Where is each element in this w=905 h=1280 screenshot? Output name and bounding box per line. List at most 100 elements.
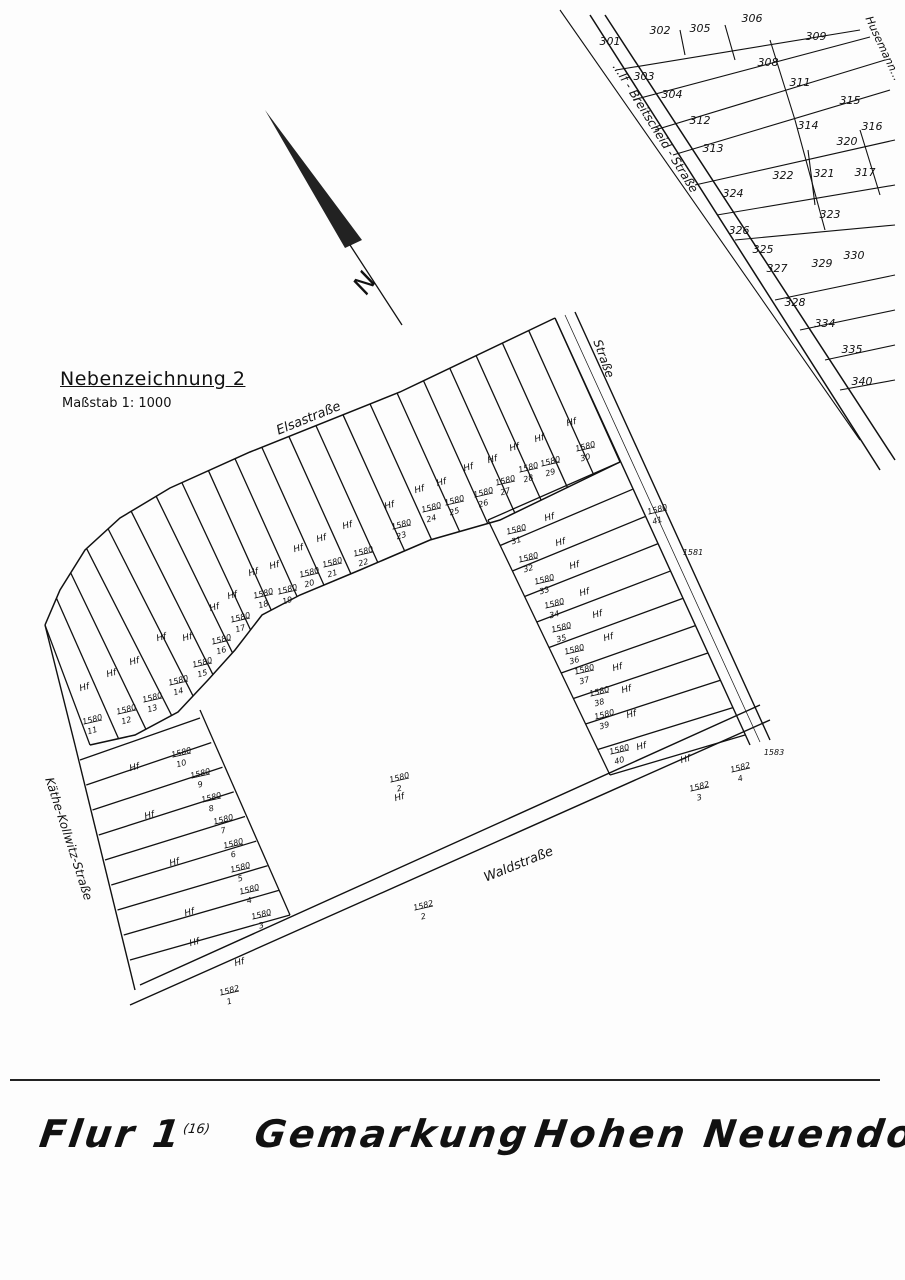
parcel-329: 329	[812, 257, 833, 270]
parcel-321: 321	[814, 167, 835, 180]
parcel-divider	[117, 865, 268, 911]
parcel-divider	[512, 515, 646, 572]
parcel-1580-34-number: 1580	[543, 597, 565, 611]
parcel-divider	[524, 543, 658, 598]
parcel-314: 314	[798, 119, 819, 132]
parcel-1580-23-subnumber: 23	[395, 530, 407, 541]
parcel-divider	[597, 707, 733, 751]
parcel-1580-9-number: 1580	[189, 767, 211, 781]
parcel-divider	[111, 840, 257, 886]
parcel-divider	[155, 496, 234, 654]
parcel-1580-11-subnumber: 11	[86, 725, 98, 736]
parcel-309: 309	[806, 30, 827, 43]
parcel-1580-5-subnumber: 5	[237, 874, 244, 884]
usage-code-hf: Hf	[128, 761, 142, 774]
parcel-1580-37-subnumber: 37	[578, 675, 591, 687]
usage-code-hf: Hf	[486, 453, 500, 466]
flur-note: (16)	[182, 1122, 211, 1137]
parcel-306: 306	[742, 12, 763, 25]
parcel-divider	[396, 392, 461, 532]
usage-code-hf: Hf	[578, 586, 592, 599]
parcel-320: 320	[837, 135, 858, 148]
parcel-1580-26-number: 1580	[472, 486, 494, 500]
parcel-1580-34-fraction-bar	[545, 603, 565, 609]
usage-code-hf: Hf	[620, 683, 634, 696]
parcel-1580-4-subnumber: 4	[246, 896, 253, 906]
parcel-1580-36-number: 1580	[563, 643, 585, 657]
parcel-1580-15-fraction-bar	[193, 662, 213, 668]
parcel-divider	[104, 815, 246, 861]
parcel-1580-15-subnumber: 15	[196, 668, 208, 679]
parcel-1580-22-subnumber: 22	[357, 557, 369, 568]
block-east-edge	[199, 709, 291, 916]
scale-label: Maßstab 1: 1000	[62, 396, 172, 411]
parcel-1580-27-fraction-bar	[496, 480, 516, 486]
parcel-305: 305	[690, 22, 711, 35]
parcel-1580-20-subnumber: 20	[303, 578, 315, 589]
parcel-1580-10-subnumber: 10	[175, 758, 187, 769]
parcel-1580-35-fraction-bar	[552, 627, 572, 633]
parcel-1580-35-number: 1580	[550, 621, 572, 635]
parcel-1580-8-number: 1580	[200, 791, 222, 805]
parcel-divider	[70, 572, 147, 730]
parcel-1580-32-fraction-bar	[519, 557, 539, 563]
strasse-boundary-west	[554, 317, 751, 746]
parcel-divider	[79, 717, 201, 761]
usage-code-hf: Hf	[383, 499, 397, 512]
parcel-boundary	[632, 36, 871, 101]
usage-code-hf: Hf	[611, 661, 625, 674]
parcel-1582-3-fraction-bar	[690, 786, 710, 792]
parcel-1580-33-fraction-bar	[535, 579, 555, 585]
parcel-boundary	[654, 59, 886, 131]
parcel-divider	[86, 742, 212, 786]
parcel-1580-23-fraction-bar	[392, 524, 412, 530]
parcel-1580-2-subnumber: 2	[396, 784, 403, 794]
parcel-1580-18-number: 1580	[252, 587, 274, 601]
strasse-boundary-east	[574, 311, 771, 741]
parcel-boundary	[807, 149, 816, 206]
parcel-1580-39-fraction-bar	[595, 714, 615, 720]
parcel-1580-38-fraction-bar	[590, 691, 610, 697]
parcel-divider	[107, 528, 194, 697]
parcel-1580-4-fraction-bar	[240, 889, 260, 895]
parcel-1580-20-fraction-bar	[300, 572, 320, 578]
parcel-1580-12-number: 1580	[115, 703, 137, 717]
parcel-1580-24-subnumber: 24	[425, 513, 437, 524]
parcel-boundary	[824, 344, 896, 361]
parcel-313: 313	[703, 142, 724, 155]
parcel-1580-35-subnumber: 35	[555, 633, 567, 644]
street-label-husemann: Husemann...	[863, 14, 904, 83]
parcel-1582-4-subnumber: 4	[737, 774, 744, 784]
parcel-1580-33-subnumber: 33	[538, 585, 550, 596]
parcel-1580-37-fraction-bar	[575, 669, 595, 675]
parcel-divider	[342, 414, 406, 552]
parcel-1580-41-fraction-bar	[648, 509, 668, 515]
parcel-1580-10-fraction-bar	[172, 752, 192, 758]
parcel-1580-7-number: 1580	[212, 813, 234, 827]
street-label-breitscheid: ...lf - Breitscheid - Straße	[610, 61, 701, 196]
parcel-boundary	[859, 129, 881, 196]
breitscheid-strasse-east	[604, 14, 896, 461]
usage-code-hf: Hf	[292, 542, 306, 555]
parcel-1580-32-number: 1580	[517, 551, 539, 565]
usage-code-hf: Hf	[568, 559, 582, 572]
parcel-divider	[501, 342, 568, 488]
kaethe-kollwitz-edge	[74, 744, 136, 991]
parcel-1580-24-number: 1580	[420, 501, 442, 515]
parcel-1580-9-subnumber: 9	[197, 780, 204, 790]
parcel-1580-27-subnumber: 27	[499, 486, 512, 498]
parcel-1580-11-fraction-bar	[83, 719, 103, 725]
street-label-strasse: Straße	[590, 338, 617, 380]
parcel-1580-25-subnumber: 25	[448, 506, 460, 517]
kaethe-kollwitz-edge	[44, 624, 76, 746]
parcel-1581: 1581	[683, 548, 703, 557]
parcel-boundary	[679, 29, 686, 56]
parcel-1580-14-fraction-bar	[169, 680, 189, 686]
sheet-title: Nebenzeichnung 2	[60, 368, 246, 390]
parcel-1580-25-fraction-bar	[445, 500, 465, 506]
parcel-1580-5-fraction-bar	[231, 867, 251, 873]
parcel-340: 340	[852, 375, 873, 388]
parcel-1580-21-subnumber: 21	[326, 568, 338, 579]
parcel-divider	[55, 597, 120, 739]
parcel-divider	[123, 889, 279, 936]
